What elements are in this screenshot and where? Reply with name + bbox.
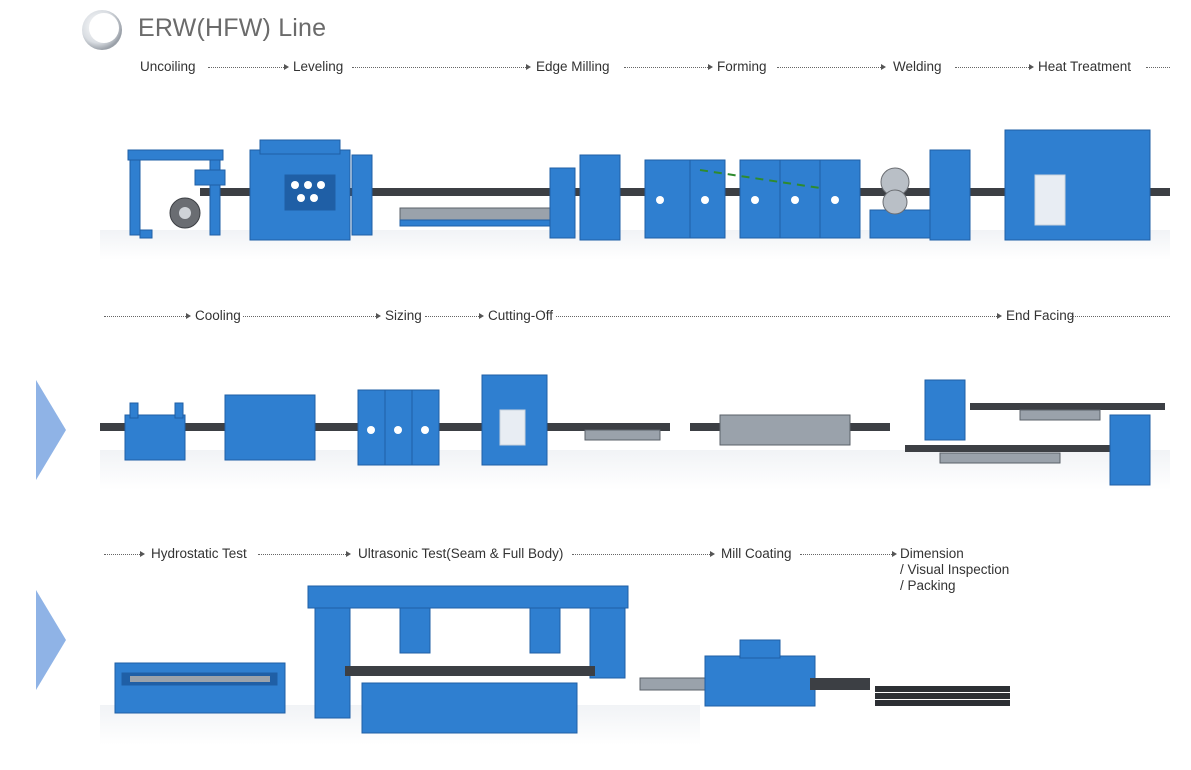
welding-machine [869,149,971,241]
pipe-rack-1 [584,429,661,441]
process-illustration-row-1 [127,129,1170,241]
row-arrow-icon [36,590,66,690]
forming-stands [644,159,861,239]
step-uncoiling: Uncoiling [140,59,196,74]
step-end-facing: End Facing [1006,308,1075,323]
mill-coating-unit [639,639,870,707]
row-arrow-icon [36,380,66,480]
final-step-line-1: Dimension [900,546,964,561]
cut-off-machine [481,374,548,466]
leveler-machine [249,139,373,241]
process-illustration-row-3 [114,585,1010,734]
strip-guide-line [699,169,821,189]
sizing-stands [357,389,440,466]
step-sizing: Sizing [385,308,422,323]
process-row-2: Cooling Sizing Cutting-Off End Facing [0,308,1191,326]
ultrasonic-gantry [307,585,629,734]
cooling-unit [124,394,316,461]
pipe-bundle [875,686,1010,706]
step-leveling: Leveling [293,59,344,74]
step-mill-coating: Mill Coating [721,546,792,561]
step-forming: Forming [717,59,767,74]
edge-milling-machine [549,154,621,241]
step-heat-treatment: Heat Treatment [1038,59,1132,74]
process-row-1: Uncoiling Leveling Edge Milling Forming … [0,59,1191,77]
hydrostatic-tester [114,662,286,714]
step-hydrostatic-test: Hydrostatic Test [151,546,247,561]
step-edge-milling: Edge Milling [536,59,610,74]
step-dimension-visual-packing: Dimension / Visual Inspection / Packing [900,546,1009,594]
pipe-rack-2 [719,414,851,446]
final-step-line-3: / Packing [900,578,956,593]
process-row-3: Hydrostatic Test Ultrasonic Test(Seam & … [0,546,1191,596]
page-title: ERW(HFW) Line [138,14,327,42]
end-facing-machines [905,379,1165,486]
uncoiler-machine [127,149,226,239]
step-welding: Welding [893,59,942,74]
step-ultrasonic-test: Ultrasonic Test(Seam & Full Body) [358,546,564,561]
ring-logo-icon [82,10,122,50]
step-cutting-off: Cutting-Off [488,308,554,323]
final-step-line-2: / Visual Inspection [900,562,1010,577]
process-illustration-row-2 [100,374,1165,486]
heat-treatment-furnace [1004,129,1151,241]
roller-table [399,207,551,227]
step-cooling: Cooling [195,308,241,323]
